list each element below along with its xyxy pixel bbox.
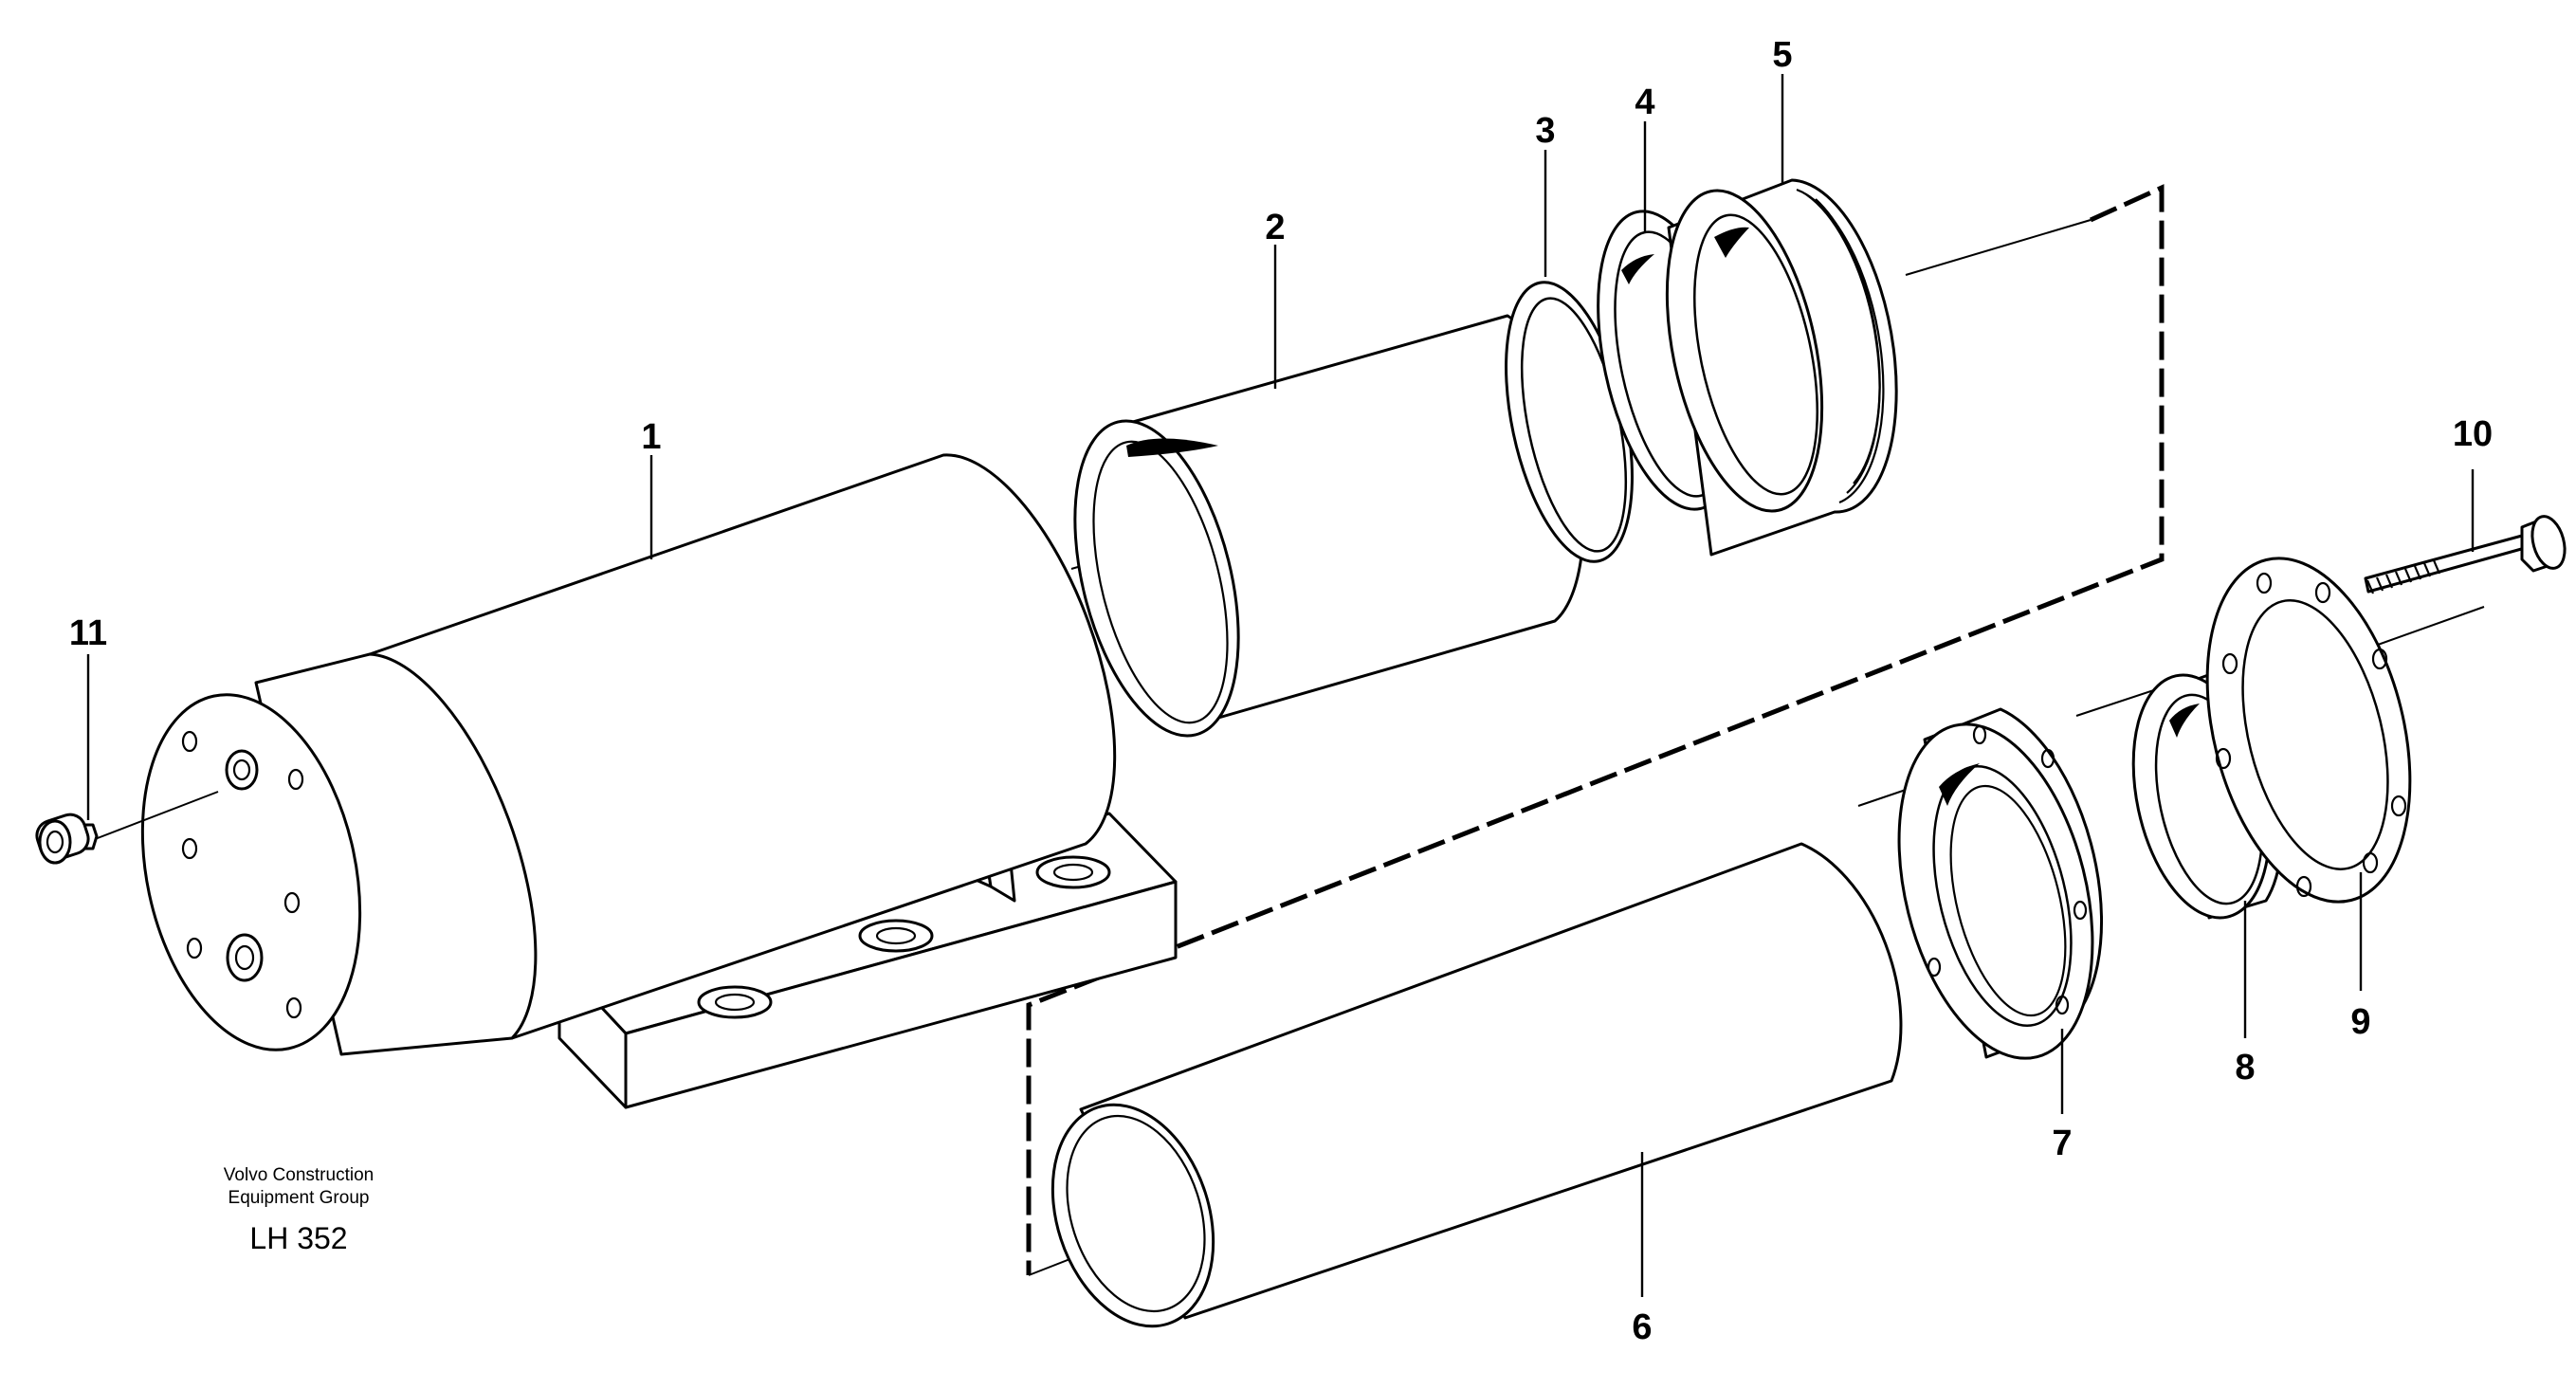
cylinder-housing [89, 453, 1178, 1109]
callout-3: 3 [1535, 111, 1555, 151]
flange-bolt-holes [1927, 724, 2088, 1015]
caption-line-2: Equipment Group [228, 1188, 370, 1208]
leader-lines [86, 74, 2475, 1297]
callout-9: 9 [2350, 1002, 2370, 1042]
sleeve [1073, 314, 1585, 738]
dashed-bracket [1026, 184, 2165, 1275]
cover-bolt-holes [2215, 572, 2407, 898]
publisher-caption: Volvo Construction Equipment Group LH 35… [161, 1164, 436, 1259]
end-face-holes [181, 730, 304, 1019]
bearing-flange [1897, 707, 2104, 1060]
callout-10: 10 [2453, 414, 2493, 454]
drawing-code: LH 352 [249, 1221, 348, 1255]
callout-11: 11 [69, 613, 107, 653]
callout-1: 1 [641, 417, 661, 457]
foot-bolt-holes [697, 855, 1111, 1019]
cover-flange [2205, 557, 2412, 904]
callout-7: 7 [2052, 1124, 2072, 1163]
callout-labels: 1 2 3 4 5 6 7 8 9 10 11 [69, 35, 2493, 1347]
callout-2: 2 [1265, 208, 1285, 247]
caption-line-1: Volvo Construction [223, 1165, 375, 1185]
callout-6: 6 [1632, 1307, 1652, 1347]
callout-4: 4 [1635, 82, 1654, 122]
callout-5: 5 [1772, 35, 1792, 75]
bolt [2364, 515, 2567, 594]
guide-ring [1665, 178, 1898, 557]
callout-8: 8 [2235, 1048, 2255, 1087]
piston-tube [1050, 842, 1903, 1328]
plug [35, 813, 99, 865]
